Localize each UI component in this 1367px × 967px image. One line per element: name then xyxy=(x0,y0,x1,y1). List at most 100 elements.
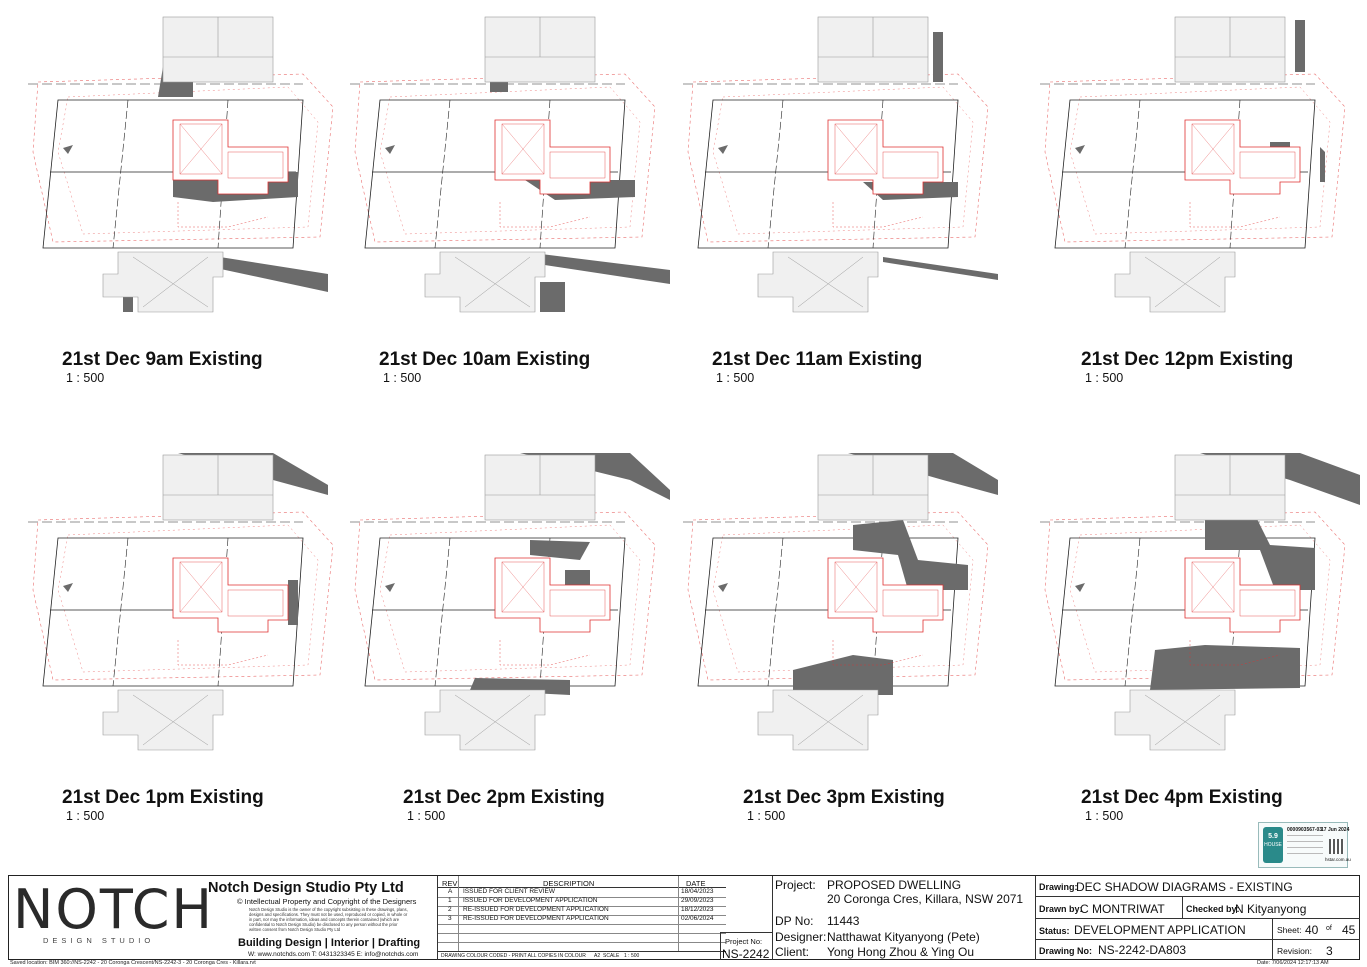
diagram-scale: 1 : 500 xyxy=(407,809,446,823)
shadow-area xyxy=(853,520,968,590)
neighbour-building xyxy=(102,689,224,751)
survey-marker xyxy=(1075,145,1085,154)
subject-dwelling xyxy=(494,557,611,633)
revision-number: 3 xyxy=(1326,944,1333,958)
company-name: Notch Design Studio Pty Ltd xyxy=(208,880,404,896)
roof-hip xyxy=(132,694,209,746)
diagram-title: 21st Dec 1pm Existing xyxy=(62,787,264,808)
rev-header: REV xyxy=(442,879,458,888)
company-contact: W: www.notchds.com T: 0431323345 E: info… xyxy=(248,951,419,958)
site-plan-drawing xyxy=(1040,453,1360,751)
driveway-outline xyxy=(499,640,591,666)
roof-hip xyxy=(834,123,878,175)
revision-row: A ISSUED FOR CLIENT REVIEW 18/04/2023 xyxy=(448,888,714,895)
description-header: DESCRIPTION xyxy=(543,879,595,888)
subject-dwelling xyxy=(827,557,944,633)
lot-boundary xyxy=(1054,99,1316,249)
shadow-area xyxy=(793,655,893,695)
roof-hip xyxy=(179,561,223,613)
rating-label: HOUSE xyxy=(1264,842,1282,848)
roof-hip xyxy=(1144,256,1221,308)
diagram-scale: 1 : 500 xyxy=(747,809,786,823)
revision-row: 2 RE-ISSUED FOR DEVELOPMENT APPLICATION … xyxy=(448,906,714,913)
shadow-area xyxy=(525,252,670,284)
roof-hip xyxy=(1154,694,1221,746)
subject-dwelling xyxy=(494,119,611,195)
roof-outline xyxy=(179,123,223,175)
shadow-area xyxy=(1320,147,1325,182)
site-plan-drawing xyxy=(28,453,334,751)
certificate-site: hstar.com.au xyxy=(1325,857,1351,862)
revision-row: 3 RE-ISSUED FOR DEVELOPMENT APPLICATION … xyxy=(448,915,714,922)
neighbour-building xyxy=(757,251,879,313)
project-address: 20 Coronga Cres, Killara, NSW 2071 xyxy=(827,892,1024,906)
designer-name: Natthawat Kityanyong (Pete) xyxy=(827,930,980,944)
neighbour-building xyxy=(1114,689,1236,751)
driveway-outline xyxy=(832,202,924,228)
lot-boundary xyxy=(112,537,129,687)
site-plan-drawing xyxy=(350,16,670,313)
subject-dwelling xyxy=(1184,119,1301,195)
scale-value: 1 : 500 xyxy=(624,953,640,959)
roof-outline xyxy=(882,589,939,617)
roof-outline xyxy=(549,589,606,617)
survey-marker xyxy=(385,583,395,592)
roof-hip xyxy=(142,256,209,308)
shadow-diagram-5 xyxy=(28,450,338,765)
roof-outline xyxy=(1191,123,1235,175)
roof-outline xyxy=(1239,589,1296,617)
roof-outline xyxy=(1239,151,1296,179)
site-plan-drawing xyxy=(683,453,998,751)
setback-line xyxy=(32,73,334,243)
roof-hip xyxy=(464,694,531,746)
diagram-scale: 1 : 500 xyxy=(66,809,105,823)
roof-outline xyxy=(227,151,284,179)
roof-hip xyxy=(501,123,545,175)
subject-dwelling xyxy=(827,119,944,195)
roof-outline xyxy=(501,123,545,175)
roof-outline xyxy=(882,151,939,179)
setback-line xyxy=(712,524,974,673)
neighbour-building xyxy=(424,689,546,751)
logo-subtitle: DESIGN STUDIO xyxy=(43,936,155,945)
lot-boundary xyxy=(112,99,129,249)
roof-hip xyxy=(797,694,864,746)
shadow-area xyxy=(1295,20,1305,72)
driveway-outline xyxy=(1189,202,1281,228)
diagram-scale: 1 : 500 xyxy=(66,371,105,385)
logo-wordmark: NOTCH xyxy=(13,878,215,941)
roof-hip xyxy=(454,694,531,746)
qr-code-icon xyxy=(1329,839,1344,854)
company-logo: NOTCH DESIGN STUDIO xyxy=(13,878,215,946)
shadow-area xyxy=(1200,453,1360,505)
roof-hip xyxy=(132,256,209,308)
neighbour-building xyxy=(102,251,224,313)
roof-hip xyxy=(787,256,864,308)
certificate-number: 0000903567-03 xyxy=(1287,827,1323,833)
neighbour-building xyxy=(1114,251,1236,313)
setback-line xyxy=(687,73,989,243)
survey-marker xyxy=(718,583,728,592)
setback-line xyxy=(1069,524,1331,673)
shadow-diagram-8 xyxy=(1040,450,1360,765)
lot-boundary xyxy=(767,99,784,249)
shadow-area xyxy=(883,257,998,280)
revision-row: 1 ISSUED FOR DEVELOPMENT APPLICATION 29/… xyxy=(448,897,714,904)
title-block: NOTCH DESIGN STUDIO Notch Design Studio … xyxy=(8,875,1360,961)
setback-line xyxy=(379,524,641,673)
setback-line xyxy=(1069,86,1331,235)
roof-hip xyxy=(787,694,864,746)
shadow-area xyxy=(540,282,565,312)
roof-hip xyxy=(1191,561,1235,613)
shadow-area xyxy=(1150,645,1300,690)
star-rating-icon: 5.9 HOUSE xyxy=(1263,827,1283,863)
roof-hip xyxy=(454,256,531,308)
project-info: Project: PROPOSED DWELLING 20 Coronga Cr… xyxy=(772,876,1035,960)
setback-line xyxy=(354,511,656,681)
certificate-date: 17 Jun 2024 xyxy=(1321,827,1350,833)
shadow-area xyxy=(530,540,590,560)
diagram-title: 21st Dec 11am Existing xyxy=(712,349,923,370)
client-name: Yong Hong Zhou & Ying Ou xyxy=(827,945,974,959)
shadow-diagram-4 xyxy=(1040,12,1360,327)
project-number: NS-2242 xyxy=(722,947,770,961)
